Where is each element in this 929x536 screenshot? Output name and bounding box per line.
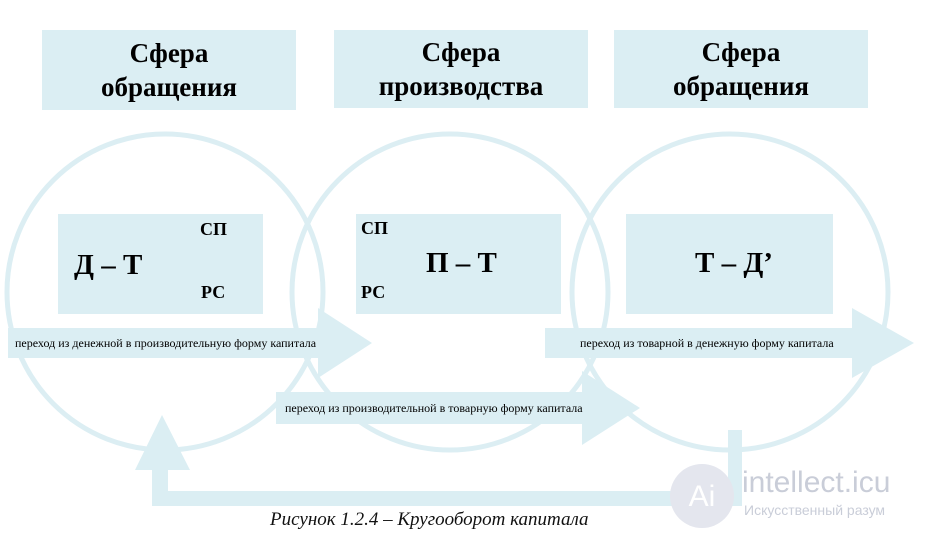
circle-sphere-2 bbox=[289, 131, 611, 453]
watermark-name: intellect.icu bbox=[742, 466, 891, 499]
formula-label-rs-2: РС bbox=[361, 282, 386, 302]
formula-main-2: П – Т bbox=[426, 247, 497, 279]
figure-caption: Рисунок 1.2.4 – Кругооборот капитала bbox=[270, 509, 589, 530]
sphere-title-line1: Сфера bbox=[421, 37, 501, 67]
watermark-tagline: Искусственный разум bbox=[744, 502, 886, 518]
sphere-header-circulation-1: Сфера обращения bbox=[42, 30, 296, 110]
arrow-money-to-production bbox=[8, 308, 372, 378]
arrow-label-commodity-to-money: переход из товарной в денежную форму кап… bbox=[580, 336, 834, 350]
sphere-header-circulation-2: Сфера обращения bbox=[614, 30, 868, 108]
sphere-header-production: Сфера производства bbox=[334, 30, 588, 108]
watermark-ai-icon: Ai bbox=[670, 464, 734, 528]
arrow-label-production-to-commodity: переход из производительной в товарную ф… bbox=[285, 401, 583, 415]
arrow-label-money-to-production: переход из денежной в производительную ф… bbox=[15, 336, 317, 350]
arrow-commodity-to-money bbox=[545, 308, 914, 378]
formula-main-3: Т – Д’ bbox=[695, 247, 773, 279]
sphere-title-line2: производства bbox=[378, 71, 544, 101]
formula-label-sp-2: СП bbox=[361, 218, 388, 238]
formula-main-1: Д – Т bbox=[74, 249, 143, 281]
formula-label-sp-1: СП bbox=[200, 219, 227, 239]
watermark-logo: Ai intellect.icu Искусственный разум bbox=[668, 462, 928, 532]
formula-box-1 bbox=[58, 214, 263, 314]
sphere-title-line1: Сфера bbox=[129, 38, 209, 68]
sphere-title-line1: Сфера bbox=[701, 37, 781, 67]
formula-box-3 bbox=[626, 214, 833, 314]
arrow-production-to-commodity bbox=[276, 371, 640, 445]
svg-text:Ai: Ai bbox=[689, 480, 716, 513]
sphere-title-line2: обращения bbox=[100, 72, 237, 102]
formula-label-rs-1: РС bbox=[201, 282, 226, 302]
sphere-title-line2: обращения bbox=[672, 71, 809, 101]
formula-box-2 bbox=[356, 214, 561, 314]
